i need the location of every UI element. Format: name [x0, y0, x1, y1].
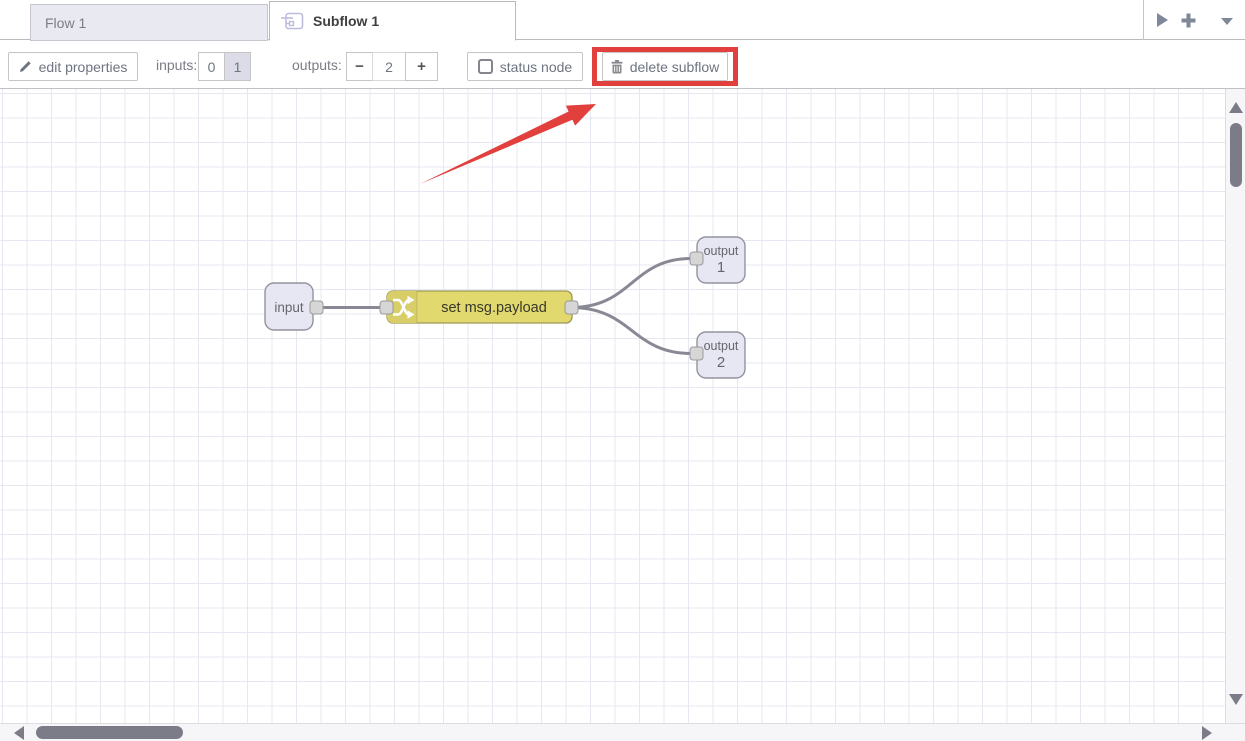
pencil-icon: [19, 60, 32, 73]
tab-subflow-1[interactable]: Subflow 1: [269, 1, 516, 41]
port-change-in[interactable]: [379, 300, 394, 315]
wire-change-to-output2[interactable]: [569, 306, 693, 355]
inputs-toggle: 0 1: [198, 52, 251, 81]
trash-icon: [611, 59, 623, 74]
next-tab-arrow-icon[interactable]: [1157, 13, 1168, 27]
inputs-option-0[interactable]: 0: [198, 52, 225, 81]
wire-change-to-output1[interactable]: [569, 257, 693, 309]
port-output2-in[interactable]: [689, 346, 704, 361]
horizontal-scrollbar[interactable]: [0, 723, 1245, 741]
edit-properties-label: edit properties: [38, 58, 128, 75]
status-node-checkbox[interactable]: [477, 59, 493, 74]
node-subflow-output-2[interactable]: output 2: [689, 331, 746, 379]
horizontal-scrollbar-thumb[interactable]: [36, 726, 183, 739]
node-subflow-output-1-label: output: [704, 244, 739, 258]
vertical-scrollbar-thumb[interactable]: [1230, 123, 1242, 187]
flow-canvas[interactable]: input set msg.payload: [0, 89, 1225, 723]
outputs-increment-button[interactable]: +: [405, 52, 438, 81]
subflow-icon: [281, 12, 304, 31]
delete-subflow-label: delete subflow: [629, 58, 720, 75]
outputs-value: 2: [372, 52, 406, 81]
workspace-tab-bar: Flow 1 Subflow 1: [0, 0, 1245, 41]
scroll-down-arrow-icon[interactable]: [1229, 694, 1243, 705]
tab-list-chevron-icon[interactable]: [1221, 18, 1233, 25]
scroll-left-arrow-icon[interactable]: [14, 726, 24, 740]
tab-flow-1[interactable]: Flow 1: [30, 4, 268, 41]
status-node-button[interactable]: status node: [467, 52, 583, 81]
tab-subflow-1-label: Subflow 1: [313, 13, 380, 29]
port-output1-in[interactable]: [689, 251, 704, 266]
add-tab-plus-icon[interactable]: [1180, 12, 1197, 34]
shuffle-icon: [393, 295, 415, 319]
node-subflow-output-1-number: 1: [717, 259, 725, 276]
node-subflow-output-2-label: output: [704, 339, 739, 353]
flow-graph: input set msg.payload: [264, 104, 746, 379]
inputs-label: inputs:: [156, 57, 198, 73]
port-input-out[interactable]: [309, 300, 324, 315]
tab-flow-1-label: Flow 1: [45, 14, 87, 31]
scroll-right-arrow-icon[interactable]: [1202, 726, 1212, 740]
annotation-red-arrow: [420, 104, 596, 184]
node-change-label: set msg.payload: [441, 300, 547, 316]
outputs-stepper: − 2 +: [346, 52, 438, 81]
outputs-label: outputs:: [292, 57, 342, 73]
annotation-highlight-box: [592, 47, 738, 86]
delete-subflow-button[interactable]: delete subflow: [602, 52, 728, 81]
outputs-decrement-button[interactable]: −: [346, 52, 373, 81]
node-subflow-input[interactable]: input: [264, 282, 324, 331]
node-subflow-output-2-number: 2: [717, 354, 725, 371]
node-change[interactable]: set msg.payload: [379, 290, 579, 324]
port-change-out[interactable]: [564, 300, 579, 315]
status-node-label: status node: [499, 58, 573, 75]
vertical-scrollbar[interactable]: [1225, 89, 1245, 723]
node-subflow-output-1[interactable]: output 1: [689, 236, 746, 284]
edit-properties-button[interactable]: edit properties: [8, 52, 138, 81]
scroll-up-arrow-icon[interactable]: [1229, 102, 1243, 113]
tabbar-divider: [1143, 0, 1144, 40]
inputs-option-1[interactable]: 1: [224, 52, 251, 81]
node-subflow-input-label: input: [274, 300, 304, 315]
